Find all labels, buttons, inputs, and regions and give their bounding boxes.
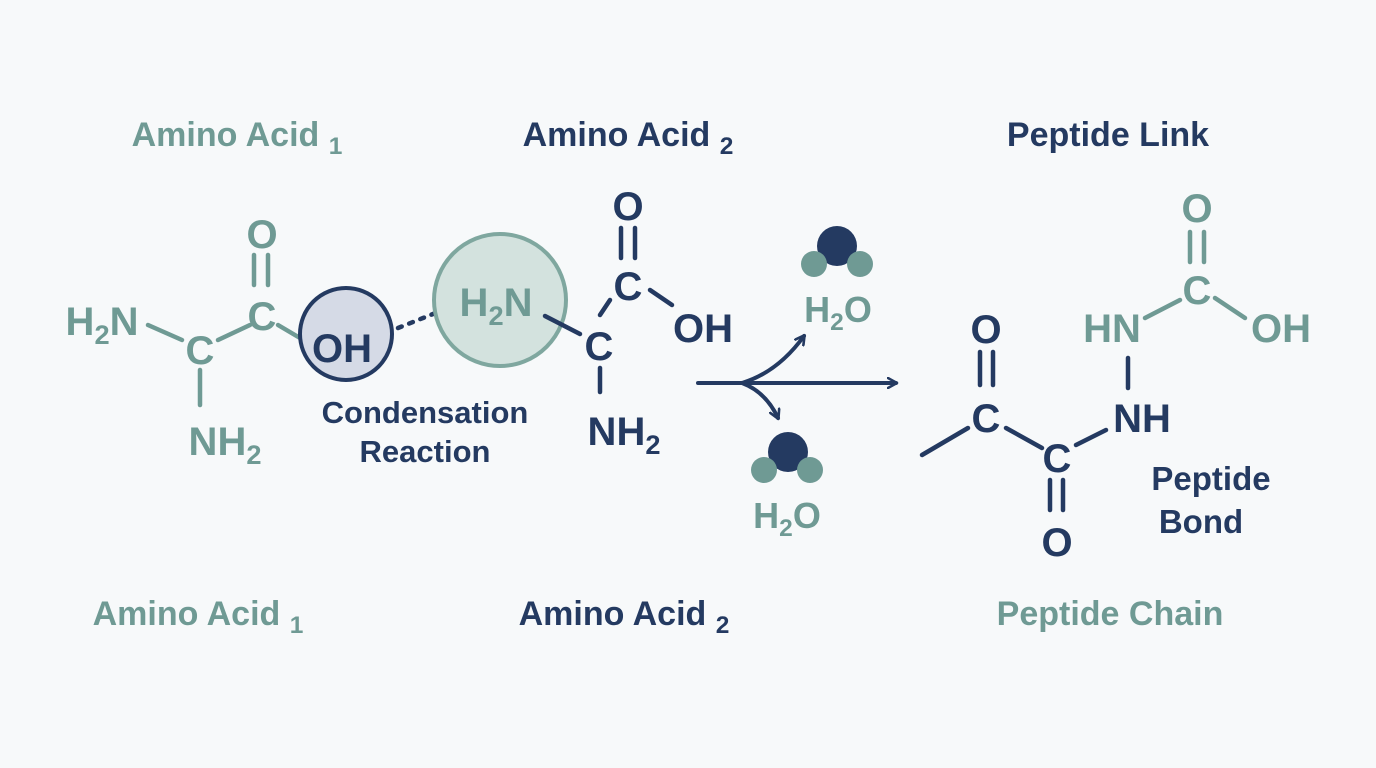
aa2-amine-highlight <box>432 232 568 368</box>
condensation-label-line2: Reaction <box>360 434 491 469</box>
peptide-carbon-left: C <box>972 397 1001 441</box>
peptide-oxygen-bottom: O <box>1041 521 1072 565</box>
peptide-carbon-top: C <box>1183 269 1212 313</box>
footer-amino-acid-1: Amino Acid 1 <box>93 595 304 639</box>
aa1-hydroxyl-label: OH <box>312 327 372 371</box>
peptide-carbon-center: C <box>1043 437 1072 481</box>
peptide-structure-navy <box>919 349 1131 513</box>
aa1-carbon-carboxyl: C <box>248 295 277 339</box>
amino-acid-2-structure <box>542 225 675 395</box>
header-amino-acid-1: Amino Acid 1 <box>132 116 343 160</box>
aa1-side-group: NH2 <box>189 420 262 470</box>
aa1-carbon-alpha: C <box>186 329 215 373</box>
amino-acid-1-structure <box>145 252 303 408</box>
water-up-arrow <box>740 336 806 385</box>
peptide-bond-label-line1: Peptide <box>1151 460 1270 497</box>
peptide-hydroxyl: OH <box>1251 307 1311 351</box>
condensation-label-line1: Condensation <box>322 395 529 430</box>
header-peptide-link: Peptide Link <box>1007 116 1209 154</box>
peptide-bond-label-line2: Bond <box>1159 503 1243 540</box>
aa1-hydroxyl-highlight <box>298 286 394 382</box>
header-amino-acid-2: Amino Acid 2 <box>523 116 734 160</box>
water-label-bottom: H2O <box>753 495 821 542</box>
aa2-side-group: NH2 <box>588 410 661 460</box>
aa2-amine-label: H2N <box>460 281 533 331</box>
reaction-arrows <box>696 336 896 418</box>
peptide-oxygen-top: O <box>1181 187 1212 231</box>
aa2-carbon-carboxyl: C <box>614 265 643 309</box>
peptide-nh: NH <box>1113 397 1171 441</box>
water-molecule-icon-top <box>801 226 873 277</box>
aa1-amine-label: H2N <box>66 300 139 350</box>
water-down-arrow <box>740 381 778 418</box>
aa2-oxygen: O <box>612 185 643 229</box>
aa1-oxygen: O <box>246 213 277 257</box>
peptide-hn: HN <box>1083 307 1141 351</box>
condensation-dotted-link <box>395 309 441 331</box>
peptide-structure-teal <box>1142 229 1248 321</box>
footer-amino-acid-2: Amino Acid 2 <box>519 595 730 639</box>
aa2-hydroxyl: OH <box>673 307 733 351</box>
peptide-oxygen-left: O <box>970 308 1001 352</box>
water-label-top: H2O <box>804 289 872 336</box>
footer-peptide-chain: Peptide Chain <box>997 595 1224 633</box>
aa2-carbon-alpha: C <box>585 325 614 369</box>
water-molecule-icon-bottom <box>751 432 823 483</box>
